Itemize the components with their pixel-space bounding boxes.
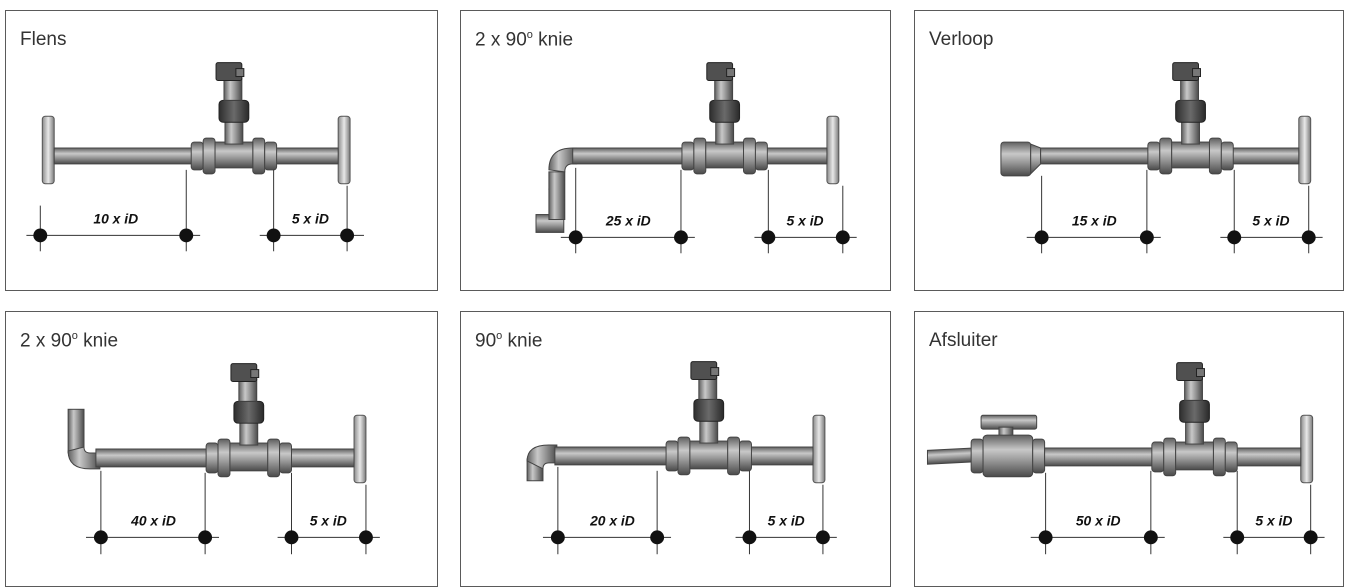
upstream-length-label: 10 x iD bbox=[93, 210, 138, 226]
downstream-length-label: 5 x iD bbox=[292, 210, 329, 226]
downstream-length-label: 5 x iD bbox=[787, 212, 824, 228]
upstream-length-label: 40 x iD bbox=[130, 512, 176, 528]
panel-flens: Flens 10 x iD 5 x iD bbox=[5, 10, 438, 291]
dimension-dot bbox=[266, 228, 281, 243]
dimension-dot bbox=[835, 230, 850, 245]
ball-valve bbox=[970, 414, 1046, 478]
upstream-flange bbox=[41, 115, 55, 185]
panel-double-elbow-top: 2 x 90o knie 25 bbox=[460, 10, 891, 291]
dimension-dot bbox=[650, 530, 665, 545]
sensor-tee bbox=[665, 361, 752, 476]
sensor-tee bbox=[1151, 362, 1238, 477]
dimension-dot bbox=[1139, 230, 1154, 245]
panel-title: Afsluiter bbox=[929, 330, 998, 351]
dimension-dot bbox=[33, 228, 48, 243]
flow-diagram: 20 x iD 5 x iD bbox=[526, 361, 837, 555]
panel-title: Flens bbox=[20, 29, 67, 50]
flow-diagram: 25 x iD 5 x iD bbox=[535, 62, 857, 254]
dimension-dot bbox=[1301, 230, 1316, 245]
panel-title: 2 x 90o knie bbox=[20, 330, 119, 352]
upstream-length-label: 20 x iD bbox=[589, 512, 635, 528]
dimension-dot bbox=[1230, 530, 1245, 545]
downstream-length-label: 5 x iD bbox=[310, 512, 347, 528]
panel-afsluiter: Afsluiter bbox=[914, 311, 1344, 587]
dimension-dot bbox=[1034, 230, 1049, 245]
panel-title: 90o knie bbox=[475, 330, 543, 352]
outlet-flange bbox=[1298, 115, 1312, 185]
panel-title: 2 x 90o knie bbox=[475, 29, 574, 51]
panel-single-elbow: 90o knie 20 x iD 5 x iD bbox=[460, 311, 891, 587]
upstream-length-label: 50 x iD bbox=[1076, 512, 1121, 528]
sensor-tee bbox=[190, 62, 278, 175]
dimension-dot bbox=[284, 530, 299, 545]
dimension-dot bbox=[550, 530, 565, 545]
outlet-flange bbox=[1300, 414, 1314, 484]
dimension-dot bbox=[358, 530, 373, 545]
dimension-dot bbox=[340, 228, 355, 243]
elbow bbox=[526, 444, 558, 482]
dimension-dot bbox=[1227, 230, 1242, 245]
downstream-length-label: 5 x iD bbox=[1255, 512, 1292, 528]
dimension-dot bbox=[1038, 530, 1053, 545]
outlet-flange bbox=[337, 115, 351, 185]
reducer bbox=[1000, 141, 1042, 177]
dimension-dot bbox=[1303, 530, 1318, 545]
dimension-dot bbox=[815, 530, 830, 545]
inlet-pipe bbox=[926, 447, 974, 465]
panel-title: Verloop bbox=[929, 29, 994, 50]
flow-diagram: 10 x iD 5 x iD bbox=[26, 62, 364, 252]
downstream-length-label: 5 x iD bbox=[768, 512, 805, 528]
panel-double-elbow-bottom: 2 x 90o knie 40 x iD 5 x bbox=[5, 311, 438, 587]
panel-verloop: Verloop 15 x iD 5 x iD bbox=[914, 10, 1344, 291]
outlet-flange bbox=[353, 414, 367, 484]
upstream-length-label: 25 x iD bbox=[605, 212, 651, 228]
dimension-dot bbox=[568, 230, 583, 245]
sensor-tee bbox=[681, 62, 768, 175]
flow-diagram: 40 x iD 5 x iD bbox=[67, 363, 380, 555]
dimension-dot bbox=[198, 530, 213, 545]
dimension-dot bbox=[674, 230, 688, 245]
flow-diagram: 15 x iD 5 x iD bbox=[1000, 62, 1323, 254]
sensor-tee bbox=[1147, 62, 1234, 175]
upstream-length-label: 15 x iD bbox=[1072, 212, 1117, 228]
outlet-flange bbox=[812, 414, 826, 484]
double-elbow bbox=[67, 408, 101, 470]
dimension-dot bbox=[761, 230, 776, 245]
dimension-dot bbox=[179, 228, 194, 243]
outlet-flange bbox=[826, 115, 840, 185]
sensor-tee bbox=[205, 363, 292, 478]
dimension-dot bbox=[93, 530, 108, 545]
flow-diagram: 50 x iD 5 x iD bbox=[926, 362, 1325, 555]
dimension-dot bbox=[1143, 530, 1158, 545]
double-elbow bbox=[535, 147, 578, 233]
dimension-dot bbox=[742, 530, 757, 545]
downstream-length-label: 5 x iD bbox=[1252, 212, 1289, 228]
